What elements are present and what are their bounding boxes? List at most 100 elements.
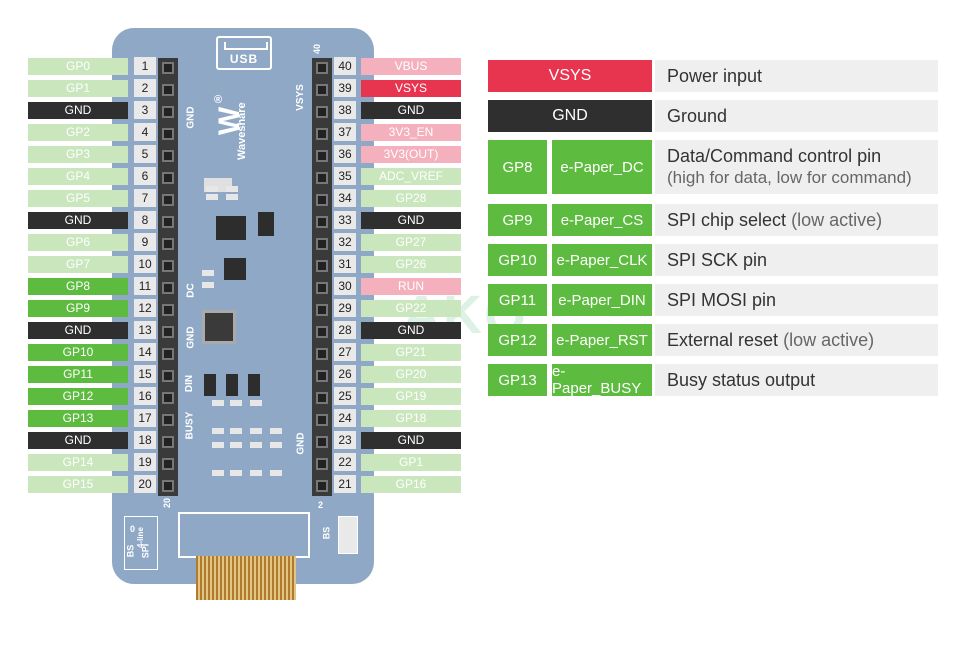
pin-hole	[162, 216, 174, 228]
pin-hole	[316, 128, 328, 140]
left-pin-label: GP8	[28, 278, 128, 295]
pin-hole	[162, 480, 174, 492]
table-description: SPI chip select (low active)	[655, 204, 938, 236]
pin-hole	[316, 172, 328, 184]
table-pin-name: GP9	[488, 204, 547, 236]
table-pin-name: GP13	[488, 364, 547, 396]
right-pin-number: 26	[334, 365, 356, 383]
right-pin-number: 38	[334, 101, 356, 119]
table-pin-name: VSYS	[488, 60, 652, 92]
right-pin-number: 35	[334, 167, 356, 185]
left-pin-number: 18	[134, 431, 156, 449]
left-pin-number: 1	[134, 57, 156, 75]
smd-pad	[270, 428, 282, 434]
silk-gnd-1: GND	[185, 106, 197, 129]
right-pin-label: GP26	[361, 256, 461, 273]
pin-hole	[162, 194, 174, 206]
left-pin-number: 4	[134, 123, 156, 141]
table-signal-name: e-Paper_CS	[552, 204, 652, 236]
right-pin-label: GP1	[361, 454, 461, 471]
smd-pad	[212, 470, 224, 476]
right-pin-label: GND	[361, 322, 461, 339]
right-pin-label: GP27	[361, 234, 461, 251]
pin-hole	[162, 414, 174, 426]
component-chip	[224, 258, 246, 280]
pin-hole	[316, 458, 328, 470]
pin-hole	[316, 392, 328, 404]
table-description: SPI MOSI pin	[655, 284, 938, 316]
table-signal-name: e-Paper_DIN	[552, 284, 652, 316]
left-pin-label: GND	[28, 102, 128, 119]
table-pin-name: GP8	[488, 140, 547, 194]
left-pin-number: 14	[134, 343, 156, 361]
left-pin-number: 6	[134, 167, 156, 185]
silk-din: DIN	[184, 374, 196, 393]
smd-pad	[212, 442, 224, 448]
smd-pad	[226, 186, 238, 192]
right-pin-label: 3V3_EN	[361, 124, 461, 141]
left-pin-number: 20	[134, 475, 156, 493]
pin-hole	[162, 282, 174, 294]
table-pin-name: GND	[488, 100, 652, 132]
right-pin-number: 32	[334, 233, 356, 251]
left-pin-label: GND	[28, 212, 128, 229]
pin-hole	[316, 194, 328, 206]
pin-hole	[316, 106, 328, 118]
smd-pad	[206, 186, 218, 192]
component-chip	[248, 374, 260, 396]
bs-zero: 0	[130, 524, 136, 534]
right-pin-number: 28	[334, 321, 356, 339]
left-pin-label: GP5	[28, 190, 128, 207]
description-text: SPI chip select	[667, 209, 787, 230]
table-description: External reset (low active)	[655, 324, 938, 356]
right-pin-number: 29	[334, 299, 356, 317]
table-description: Power input	[655, 60, 938, 92]
table-pin-name: GP10	[488, 244, 547, 276]
right-pin-number: 31	[334, 255, 356, 273]
pin-hole	[162, 84, 174, 96]
smd-pad	[250, 442, 262, 448]
pin-hole	[316, 304, 328, 316]
silk-vsys: VSYS	[294, 84, 306, 111]
silk-gnd-right: GND	[295, 432, 307, 455]
pin-hole	[162, 304, 174, 316]
component-chip	[258, 212, 274, 236]
left-pin-number: 7	[134, 189, 156, 207]
bs-switch-panel	[124, 516, 158, 570]
spi-mode: 4-line	[136, 527, 145, 548]
left-pin-number: 5	[134, 145, 156, 163]
description-text: External reset	[667, 329, 779, 350]
smd-pad	[270, 442, 282, 448]
left-pin-label: GP12	[28, 388, 128, 405]
left-pin-label: GP9	[28, 300, 128, 317]
component-chip	[204, 374, 216, 396]
table-description: Busy status output	[655, 364, 938, 396]
description-text: Power input	[667, 65, 763, 86]
left-pin-label: GP11	[28, 366, 128, 383]
bs-switch	[338, 516, 358, 554]
component-chip	[226, 374, 238, 396]
pin-hole	[162, 260, 174, 272]
pin-hole	[316, 480, 328, 492]
corner-40: 40	[312, 43, 323, 55]
left-pin-label: GP1	[28, 80, 128, 97]
right-pin-number: 30	[334, 277, 356, 295]
left-pin-label: GP4	[28, 168, 128, 185]
right-pin-label: GP28	[361, 190, 461, 207]
corner-20: 20	[162, 497, 173, 509]
pin-hole	[162, 436, 174, 448]
description-text: SPI MOSI pin	[667, 289, 777, 310]
right-pin-label: GND	[361, 212, 461, 229]
left-pin-number: 17	[134, 409, 156, 427]
right-pin-number: 27	[334, 343, 356, 361]
left-pin-label: GP2	[28, 124, 128, 141]
smd-pad	[206, 194, 218, 200]
left-pin-label: GP13	[28, 410, 128, 427]
left-pin-label: GP0	[28, 58, 128, 75]
pin-hole	[316, 62, 328, 74]
right-pin-number: 39	[334, 79, 356, 97]
left-pin-label: GP10	[28, 344, 128, 361]
description-note: (low active)	[791, 209, 883, 230]
pin-hole	[316, 282, 328, 294]
right-pin-label: GP20	[361, 366, 461, 383]
